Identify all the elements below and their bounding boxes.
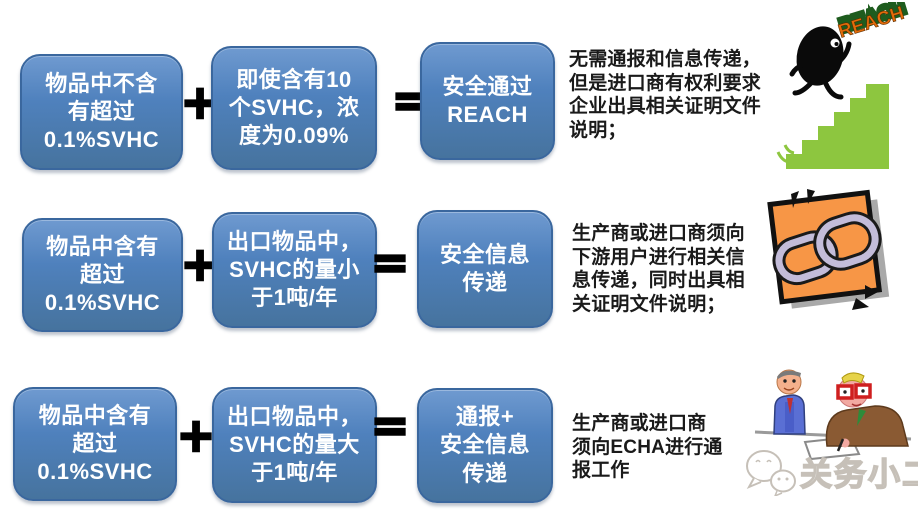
- row3-condition1-box: 物品中含有 超过 0.1%SVHC: [13, 387, 177, 501]
- row3-equals-operator: =: [369, 398, 410, 452]
- row3-description: 生产商或进口商 须向ECHA进行通 报工作: [572, 413, 723, 481]
- row3-result-box: 通报+ 安全信息 传递: [417, 388, 553, 503]
- climbing-figure: [789, 26, 852, 100]
- row1-result-box: 安全通过 REACH: [420, 42, 555, 160]
- standing-man: [773, 369, 806, 435]
- row1-condition1-box: 物品中不含 有超过 0.1%SVHC: [20, 54, 183, 170]
- chat-bubbles-icon: [746, 450, 796, 496]
- row2-equals-operator: =: [369, 235, 410, 289]
- row1-condition2-box: 即使含有10 个SVHC，浓 度为0.09%: [211, 46, 377, 170]
- row3-condition2-box: 出口物品中， SVHC的量大 于1吨/年: [212, 387, 377, 503]
- watermark: 关务小二: [744, 448, 918, 496]
- chain-links-illustration: [767, 189, 890, 310]
- seated-man: [825, 372, 909, 452]
- reach-3d-text: REACH REACH: [835, 2, 910, 43]
- stairs-climb-illustration: REACH REACH: [776, 2, 910, 169]
- stairs-shape: [786, 84, 889, 169]
- row3-plus-operator: +: [175, 408, 216, 462]
- row2-condition1-box: 物品中含有 超过 0.1%SVHC: [22, 218, 183, 332]
- businessmen-signing-illustration: [754, 369, 912, 461]
- row2-condition2-box: 出口物品中， SVHC的量小 于1吨/年: [212, 212, 377, 328]
- watermark-text: 关务小二: [799, 455, 918, 493]
- row2-description: 生产商或进口商须向 下游用户进行相关信 息传递，同时出具相 关证明文件说明；: [572, 223, 745, 315]
- chain-links: [772, 211, 882, 286]
- row1-description: 无需通报和信息传递， 但是进口商有权利要求 企业出具相关证明文件 说明；: [569, 49, 762, 141]
- row2-result-box: 安全信息 传递: [417, 210, 553, 328]
